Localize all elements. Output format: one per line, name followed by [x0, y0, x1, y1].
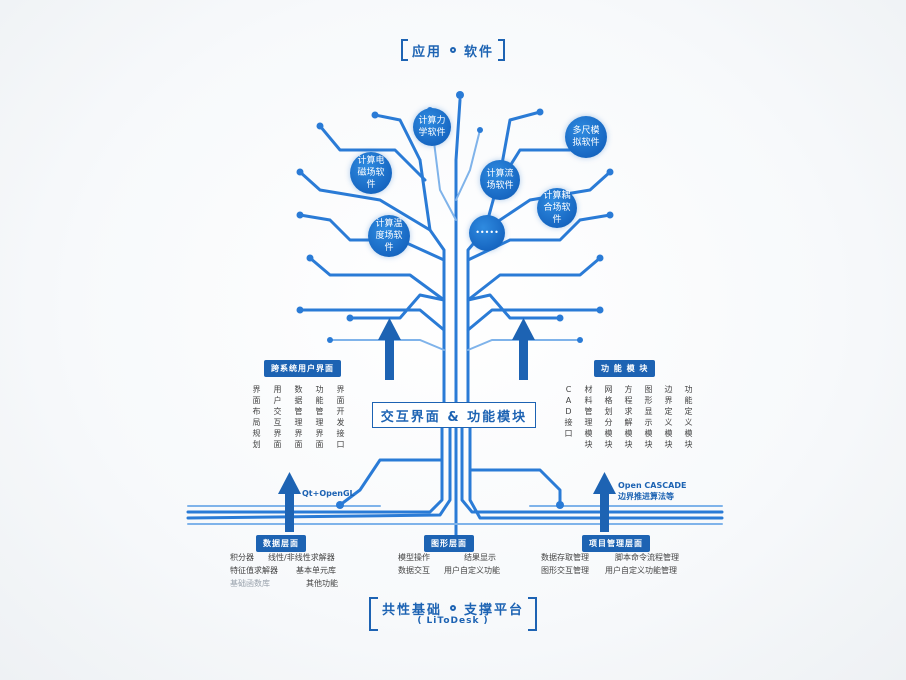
func-module-column: 边界定义模块: [664, 385, 673, 449]
data-layer-r2c0: 基础函数库: [230, 579, 270, 588]
dot-icon: [450, 47, 456, 53]
lib-occ-line1: Open CASCADE: [618, 481, 687, 490]
func-module-column: 图形显示模块: [644, 385, 653, 449]
node-multiscale-label: 多尺模拟软件: [572, 126, 600, 148]
project-layer-title: 项目管理层面: [582, 535, 650, 552]
cross-ui-column: 数据管理界面: [294, 385, 303, 449]
cross-ui-column: 界面布局规划: [252, 385, 261, 449]
func-module-column: 网格划分模块: [604, 385, 613, 449]
project-layer-r0c1: 脚本命令流程管理: [615, 553, 679, 562]
graphic-layer-r0c1: 结果显示: [464, 553, 496, 562]
top-title-left: 应用: [411, 44, 442, 60]
func-module-column: 材料管理模块: [584, 385, 593, 449]
project-layer-r0c0: 数据存取管理: [541, 553, 589, 562]
lib-occ-line2: 边界推进算法等: [618, 492, 674, 501]
project-layer-r1c0: 图形交互管理: [541, 566, 589, 575]
graphic-layer-r1c0: 数据交互: [398, 566, 430, 575]
bottom-title-right: 支撑平台: [464, 602, 525, 618]
graphic-layer-r0c0: 模型操作: [398, 553, 430, 562]
func-modules-title: 功 能 模 块: [594, 360, 656, 377]
node-electromagnetic-label: 计算电磁场软件: [357, 156, 385, 190]
center-box: 交互界面 & 功能模块: [372, 402, 536, 428]
top-title: 应用 软件: [403, 41, 503, 60]
node-flow: 计算流场软件: [480, 160, 520, 200]
graphic-layer-title: 图形层面: [424, 535, 474, 552]
data-layer-r0c0: 积分器: [230, 553, 254, 562]
node-more: •••••: [469, 215, 505, 251]
cross-ui-title: 跨系统用户界面: [264, 360, 341, 377]
data-layer-title: 数据层面: [256, 535, 306, 552]
project-layer-r1c1: 用户自定义功能管理: [605, 566, 677, 575]
node-flow-label: 计算流场软件: [486, 169, 514, 191]
node-precision-label: 计算耦合场软件: [543, 191, 571, 225]
node-more-label: •••••: [475, 228, 499, 237]
node-thermal: 计算温度场软件: [368, 215, 410, 257]
data-layer-r2c1: 其他功能: [306, 579, 338, 588]
graphic-layer-r1c1: 用户自定义功能: [444, 566, 500, 575]
data-layer-r0c1: 线性/非线性求解器: [268, 553, 335, 562]
cross-ui-column: 界面开发接口: [336, 385, 345, 449]
node-mechanics-label: 计算力学软件: [418, 116, 446, 138]
node-electromagnetic: 计算电磁场软件: [350, 152, 392, 194]
func-module-column: CAD接口: [564, 385, 573, 438]
node-mechanics: 计算力学软件: [413, 108, 451, 146]
top-title-right: 软件: [464, 44, 495, 60]
bottom-title-left: 共性基础: [381, 602, 442, 618]
lib-qt: Qt+OpenGL: [302, 489, 355, 498]
bottom-title: 共性基础 支撑平台: [372, 600, 534, 618]
bottom-subtitle: ( LiToDesk ): [417, 616, 489, 626]
func-module-column: 方程求解模块: [624, 385, 633, 449]
node-thermal-label: 计算温度场软件: [375, 219, 403, 253]
data-layer-r1c0: 特征值求解器: [230, 566, 278, 575]
dot-icon: [450, 605, 456, 611]
func-module-column: 功能定义模块: [684, 385, 693, 449]
data-layer-r1c1: 基本单元库: [296, 566, 336, 575]
cross-ui-column: 用户交互界面: [273, 385, 282, 449]
node-multiscale: 多尺模拟软件: [565, 116, 607, 158]
cross-ui-column: 功能管理界面: [315, 385, 324, 449]
node-precision: 计算耦合场软件: [537, 188, 577, 228]
